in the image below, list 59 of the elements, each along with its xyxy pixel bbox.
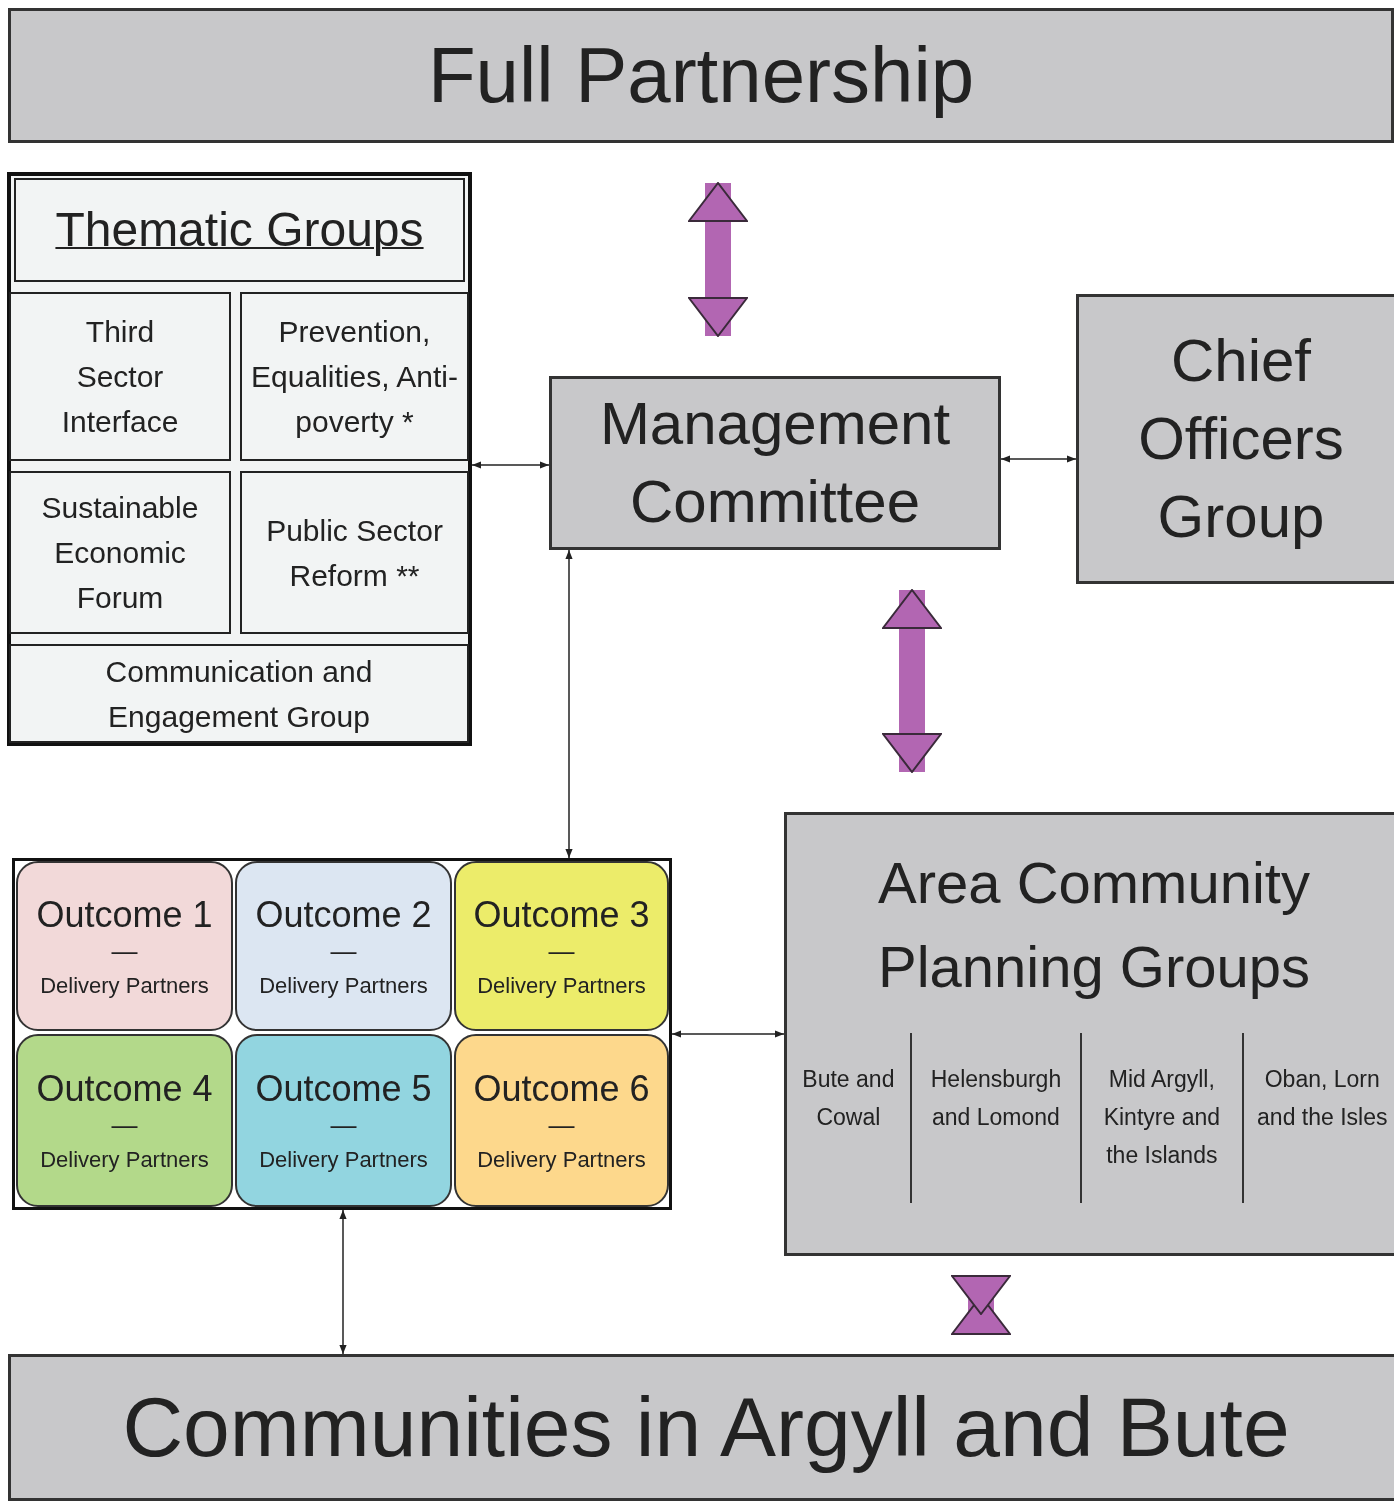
group-box — [9, 292, 231, 461]
outcome-card — [16, 1034, 233, 1207]
box-label: Prevention, Equalities, Anti-poverty * — [250, 314, 459, 440]
box-label: Communication and Engagement Group — [104, 653, 374, 735]
outcome-card — [454, 1034, 669, 1207]
banner-box — [8, 1354, 1394, 1501]
outcome-card — [16, 861, 233, 1031]
dash: — — [548, 935, 575, 967]
box-label: Public Sector Reform ** — [266, 512, 443, 594]
block-arrow — [951, 1275, 1011, 1335]
outcome-subtitle: Delivery Partners — [40, 973, 209, 1000]
group-box — [9, 644, 469, 743]
box-label: Communities in Argyll and Bute — [122, 1379, 1290, 1477]
banner-box — [8, 8, 1394, 143]
dash: — — [330, 935, 357, 967]
outcome-subtitle: Delivery Partners — [259, 973, 428, 1000]
outcome-title: Outcome 2 — [255, 892, 432, 936]
outcome-subtitle: Delivery Partners — [477, 1147, 646, 1174]
group-box — [9, 471, 231, 634]
process-box — [549, 376, 1001, 550]
outcome-title: Outcome 6 — [473, 1067, 650, 1111]
arrow — [471, 461, 550, 469]
group-panel — [7, 172, 472, 746]
outcome-subtitle: Delivery Partners — [259, 1147, 428, 1174]
area-label: Oban, Lorn and the Isles — [1256, 1065, 1389, 1133]
area-label: Mid Argyll, Kintyre and the Islands — [1102, 1065, 1221, 1171]
outcome-card — [235, 861, 452, 1031]
area-label: Bute and Cowal — [801, 1065, 896, 1133]
group-box — [240, 471, 469, 634]
outcome-subtitle: Delivery Partners — [40, 1147, 209, 1174]
arrow — [671, 1030, 785, 1038]
box-label: Third Sector Interface — [60, 314, 180, 440]
arrow — [339, 1209, 347, 1355]
outcome-subtitle: Delivery Partners — [477, 973, 646, 1000]
outcome-title: Outcome 4 — [36, 1067, 213, 1111]
panel-heading: Area Community Planning Groups — [876, 849, 1312, 1002]
block-arrow — [882, 589, 942, 773]
outcome-title: Outcome 3 — [473, 892, 650, 936]
process-box — [1076, 294, 1394, 584]
group-panel — [784, 812, 1394, 1256]
arrow — [1000, 455, 1077, 463]
dash: — — [111, 1110, 138, 1142]
dash: — — [111, 935, 138, 967]
dash: — — [548, 1110, 575, 1142]
outcome-title: Outcome 5 — [255, 1067, 432, 1111]
box-label: Chief Officers Group — [1137, 326, 1345, 552]
box-label: Full Partnership — [427, 29, 975, 121]
dash: — — [330, 1110, 357, 1142]
outcome-card — [454, 861, 669, 1031]
outcome-title: Outcome 1 — [36, 892, 213, 936]
outcome-frame — [12, 858, 672, 1210]
panel-heading: Thematic Groups — [55, 202, 424, 259]
box-label: Sustainable Economic Forum — [40, 490, 200, 616]
box-label: Management Committee — [598, 389, 952, 537]
area-label: Helensburgh and Lomond — [929, 1065, 1063, 1133]
group-box — [240, 292, 469, 461]
outcome-card — [235, 1034, 452, 1207]
arrow — [565, 549, 573, 859]
block-arrow — [688, 182, 748, 337]
